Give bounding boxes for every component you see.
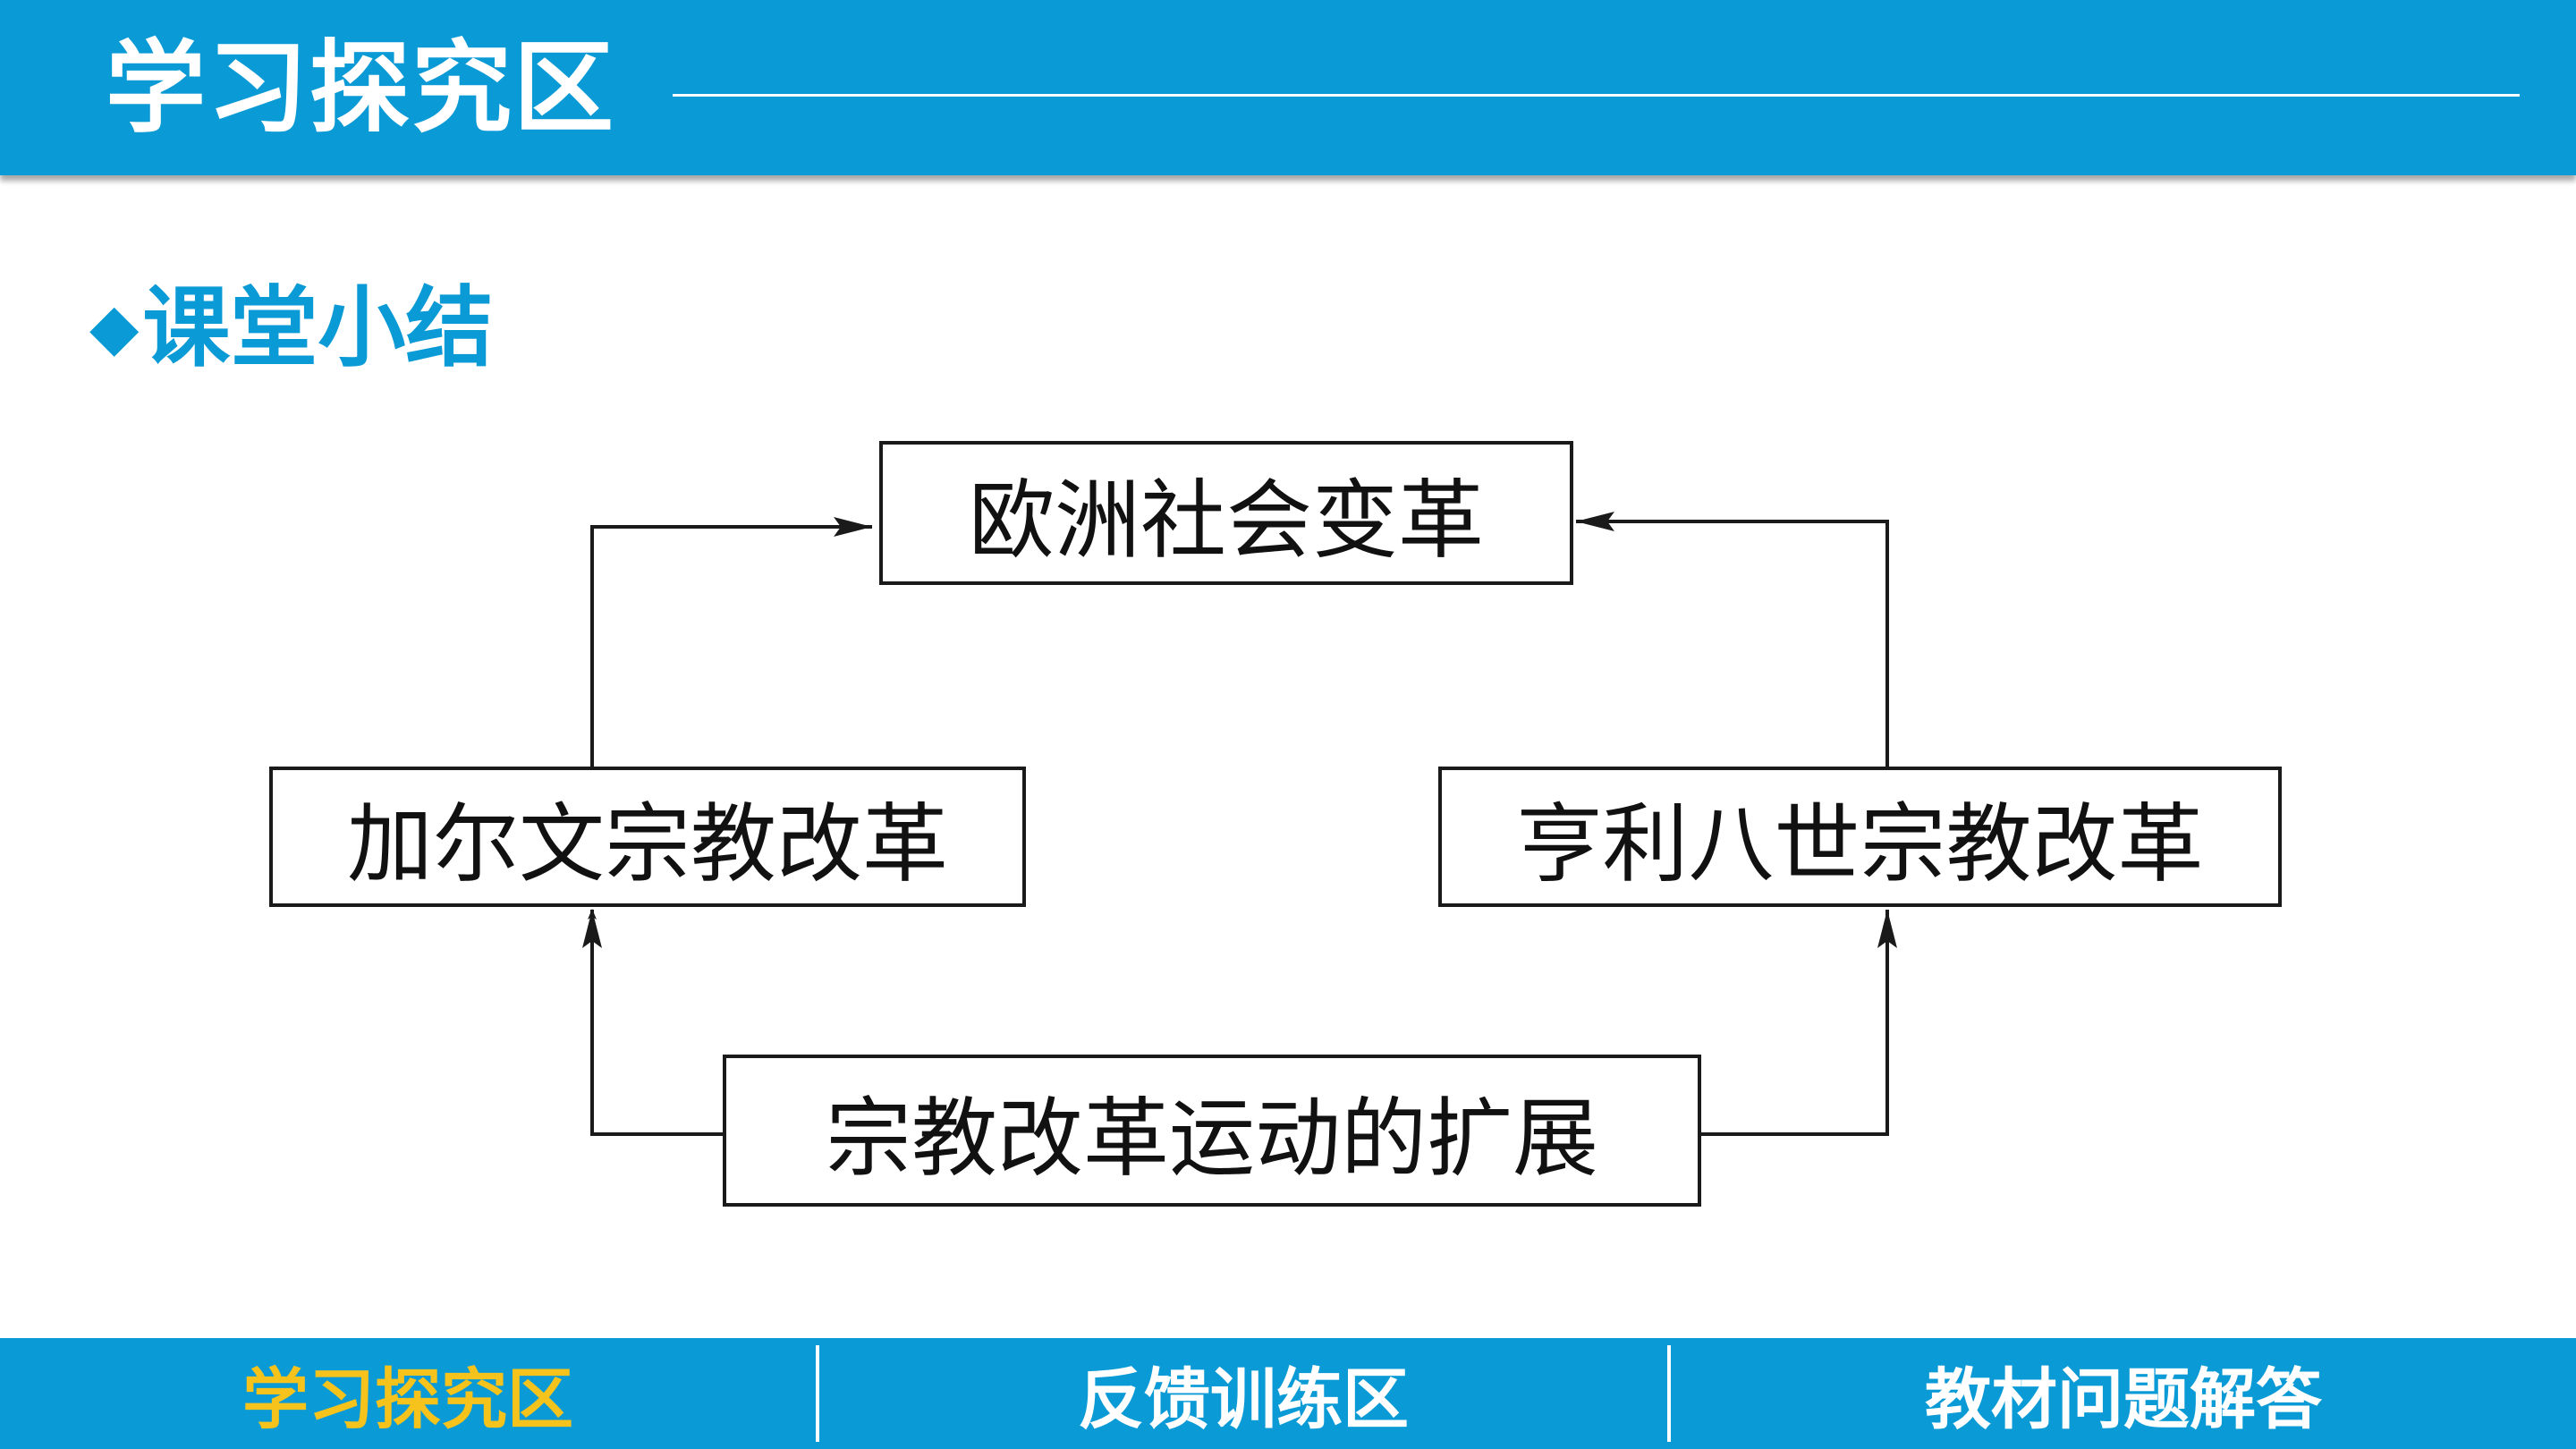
header-bar: 学习探究区 [0,0,2576,175]
node-reformation-expansion: 宗教改革运动的扩展 [723,1055,1701,1207]
footer-tab-study[interactable]: 学习探究区 [242,1360,573,1438]
node-european-social-change: 欧洲社会变革 [879,441,1573,585]
footer-divider [1667,1345,1671,1442]
connector-left-to-top [590,525,872,767]
connector-bottom-to-left [588,909,724,1136]
footer-nav: 学习探究区 反馈训练区 教材问题解答 [0,1338,2576,1449]
node-label: 亨利八世宗教改革 [1516,794,2204,894]
connector-right-to-top [1576,520,1889,767]
arrowhead-top-left [1576,512,1614,531]
node-label: 宗教改革运动的扩展 [826,1088,1598,1189]
connector-bottom-to-right [1699,910,1889,1136]
header-divider [673,94,2520,97]
arrowhead-top-right [834,517,872,537]
arrowhead-right-up [1877,910,1897,948]
section-heading: ◆课堂小结 [89,273,493,382]
footer-tab-textbook-answers[interactable]: 教材问题解答 [1925,1360,2322,1438]
node-label: 加尔文宗教改革 [347,794,948,894]
diamond-bullet-icon: ◆ [89,289,140,364]
node-label: 欧洲社会变革 [969,470,1484,571]
footer-divider [816,1345,819,1442]
section-title: 课堂小结 [142,277,494,379]
node-henry-viii-reformation: 亨利八世宗教改革 [1438,767,2282,907]
header-title: 学习探究区 [106,30,615,147]
arrowhead-left-up [582,910,602,948]
node-calvin-reformation: 加尔文宗教改革 [269,767,1026,907]
footer-tab-feedback[interactable]: 反馈训练区 [1078,1360,1409,1438]
